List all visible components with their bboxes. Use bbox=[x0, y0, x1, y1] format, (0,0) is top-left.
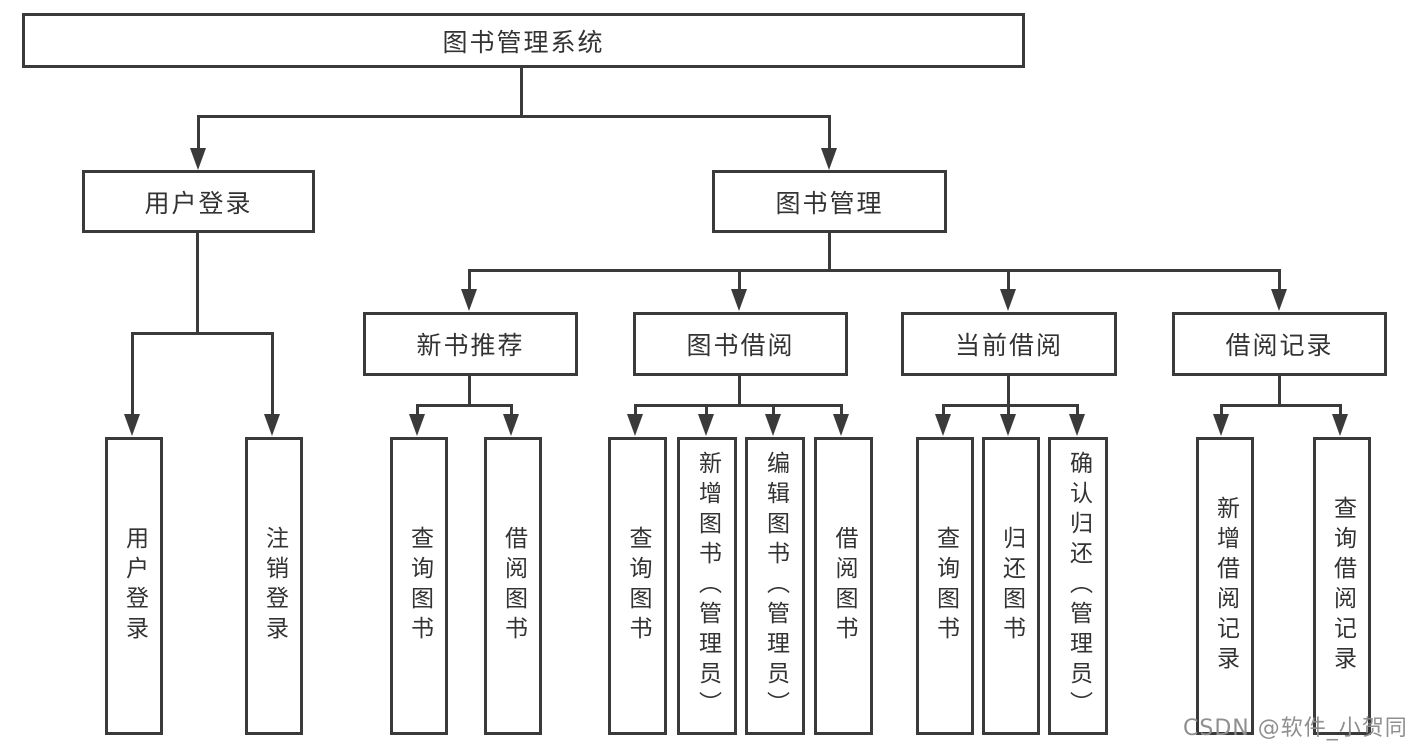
connector-line bbox=[634, 404, 843, 407]
node-user-login: 用户登录 bbox=[82, 170, 315, 233]
leaf-edit-books-admin-label: 编辑图书（管理员） bbox=[762, 451, 789, 721]
leaf-confirm-return-admin: 确认归还（管理员） bbox=[1048, 437, 1108, 735]
node-new-book-recommend: 新书推荐 bbox=[363, 312, 578, 376]
leaf-query-borrow-record: 查询借阅记录 bbox=[1313, 437, 1371, 735]
leaf-query-books-borrowing: 查询图书 bbox=[608, 437, 667, 735]
arrow-down-icon bbox=[124, 414, 140, 436]
node-borrowing-records-label: 借阅记录 bbox=[1225, 331, 1334, 360]
leaf-query-borrow-record-label: 查询借阅记录 bbox=[1329, 496, 1356, 676]
leaf-edit-books-admin: 编辑图书（管理员） bbox=[745, 437, 805, 735]
connector-line bbox=[468, 375, 471, 406]
connector-line bbox=[510, 406, 513, 416]
connector-line bbox=[416, 406, 419, 416]
arrow-down-icon bbox=[1213, 414, 1229, 436]
node-root: 图书管理系统 bbox=[22, 13, 1025, 68]
arrow-down-icon bbox=[503, 414, 519, 436]
leaf-add-books-admin-label: 新增图书（管理员） bbox=[694, 451, 721, 721]
leaf-logout-login: 注销登录 bbox=[245, 437, 303, 735]
node-current-borrowing: 当前借阅 bbox=[901, 312, 1117, 376]
leaf-logout-login-label: 注销登录 bbox=[261, 526, 288, 646]
connector-line bbox=[942, 404, 1079, 407]
connector-line bbox=[738, 375, 741, 406]
arrow-down-icon bbox=[1332, 414, 1348, 436]
leaf-query-books-current: 查询图书 bbox=[916, 437, 974, 735]
connector-line bbox=[131, 332, 274, 335]
arrow-down-icon bbox=[190, 148, 206, 170]
connector-line bbox=[196, 232, 199, 333]
leaf-query-books-recommend-label: 查询图书 bbox=[406, 526, 433, 646]
connector-line bbox=[197, 117, 200, 150]
leaf-borrow-books-borrowing-label: 借阅图书 bbox=[831, 526, 857, 646]
leaf-user-login-label: 用户登录 bbox=[121, 526, 148, 646]
connector-line bbox=[942, 406, 945, 416]
arrow-down-icon bbox=[461, 289, 477, 311]
connector-line bbox=[416, 404, 513, 407]
node-user-login-label: 用户登录 bbox=[144, 188, 253, 218]
connector-line bbox=[828, 117, 831, 150]
leaf-return-books: 归还图书 bbox=[982, 437, 1040, 735]
connector-line bbox=[271, 334, 274, 416]
connector-line bbox=[772, 406, 775, 416]
connector-line bbox=[1220, 406, 1223, 416]
arrow-down-icon bbox=[1271, 289, 1287, 311]
connector-line bbox=[634, 406, 637, 416]
connector-line bbox=[1278, 375, 1281, 406]
leaf-borrow-books-recommend-label: 借阅图书 bbox=[500, 526, 527, 646]
connector-line bbox=[828, 232, 831, 271]
connector-line bbox=[1007, 375, 1010, 406]
connector-line bbox=[840, 406, 843, 416]
arrow-down-icon bbox=[1000, 414, 1016, 436]
arrow-down-icon bbox=[935, 414, 951, 436]
connector-line bbox=[738, 271, 741, 291]
connector-line bbox=[1007, 271, 1010, 291]
connector-line bbox=[1220, 404, 1342, 407]
arrow-down-icon bbox=[698, 414, 714, 436]
connector-line bbox=[705, 406, 708, 416]
leaf-borrow-books-recommend: 借阅图书 bbox=[484, 437, 542, 735]
arrow-down-icon bbox=[821, 148, 837, 170]
connector-line bbox=[197, 115, 831, 118]
arrow-down-icon bbox=[833, 414, 849, 436]
arrow-down-icon bbox=[409, 414, 425, 436]
node-book-management-label: 图书管理 bbox=[775, 188, 884, 218]
connector-line bbox=[468, 271, 471, 291]
node-book-borrowing: 图书借阅 bbox=[633, 312, 848, 376]
connector-line bbox=[1278, 271, 1281, 291]
node-new-book-recommend-label: 新书推荐 bbox=[416, 331, 525, 360]
node-current-borrowing-label: 当前借阅 bbox=[954, 331, 1063, 360]
arrow-down-icon bbox=[731, 289, 747, 311]
leaf-user-login: 用户登录 bbox=[105, 437, 163, 735]
connector-line bbox=[1076, 406, 1079, 416]
node-root-label: 图书管理系统 bbox=[442, 27, 605, 57]
csdn-watermark: CSDN @软件_小贺同学 bbox=[1183, 716, 1405, 741]
arrow-down-icon bbox=[765, 414, 781, 436]
leaf-query-books-recommend: 查询图书 bbox=[390, 437, 448, 735]
node-book-borrowing-label: 图书借阅 bbox=[686, 331, 795, 360]
leaf-query-books-current-label: 查询图书 bbox=[932, 526, 959, 646]
connector-line bbox=[1339, 406, 1342, 416]
arrow-down-icon bbox=[1000, 289, 1016, 311]
leaf-borrow-books-borrowing: 借阅图书 bbox=[814, 437, 873, 735]
leaf-add-borrow-record: 新增借阅记录 bbox=[1196, 437, 1254, 735]
connector-line bbox=[1007, 406, 1010, 416]
arrow-down-icon bbox=[264, 414, 280, 436]
arrow-down-icon bbox=[1069, 414, 1085, 436]
connector-line bbox=[131, 334, 134, 416]
leaf-add-books-admin: 新增图书（管理员） bbox=[677, 437, 737, 735]
leaf-add-borrow-record-label: 新增借阅记录 bbox=[1212, 496, 1239, 676]
connector-line bbox=[520, 67, 523, 117]
leaf-confirm-return-admin-label: 确认归还（管理员） bbox=[1065, 451, 1092, 721]
node-book-management: 图书管理 bbox=[712, 170, 947, 233]
connector-line bbox=[468, 269, 1281, 272]
leaf-query-books-borrowing-label: 查询图书 bbox=[625, 526, 651, 646]
node-borrowing-records: 借阅记录 bbox=[1172, 312, 1387, 376]
arrow-down-icon bbox=[627, 414, 643, 436]
leaf-return-books-label: 归还图书 bbox=[998, 526, 1025, 646]
